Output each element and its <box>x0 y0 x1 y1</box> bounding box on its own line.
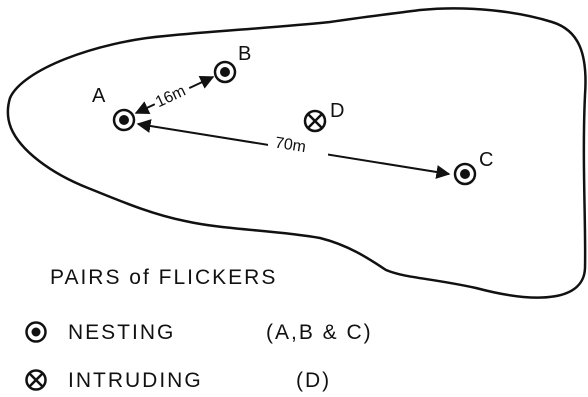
circle-x-icon <box>25 369 47 391</box>
legend-nesting-members: (A,B & C) <box>266 321 373 344</box>
legend-title: PAIRS of FLICKERS <box>50 266 277 289</box>
intruder-d-icon <box>303 109 327 133</box>
territory-outline <box>6 7 587 299</box>
point-label-d: D <box>330 100 344 122</box>
legend-nesting-label: NESTING <box>68 321 175 344</box>
point-label-a: A <box>92 85 106 107</box>
nest-a-icon <box>112 108 136 132</box>
point-label-b: B <box>238 43 251 65</box>
point-label-c: C <box>479 149 493 171</box>
distance-label-a-b: 16m <box>153 83 188 112</box>
bullseye-circle-icon <box>25 321 47 343</box>
nest-c-icon <box>453 162 477 186</box>
legend-intruding-label: INTRUDING <box>68 369 203 392</box>
distance-label-a-c: 70m <box>274 134 307 156</box>
legend-intruding-members: (D) <box>296 369 331 392</box>
nest-b-icon <box>213 60 237 84</box>
